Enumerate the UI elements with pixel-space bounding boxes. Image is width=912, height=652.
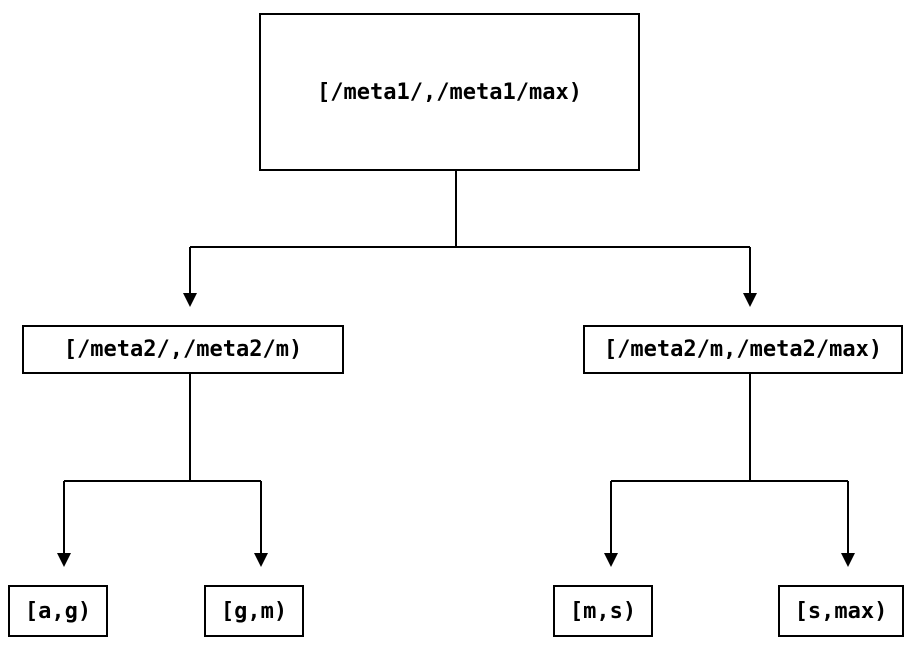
arrowhead-down-icon — [743, 293, 757, 307]
tree-node-leaf-ag: [a,g) — [8, 585, 108, 637]
tree-node-leaf-smax: [s,max) — [778, 585, 904, 637]
arrowhead-down-icon — [841, 553, 855, 567]
tree-node-mid-right: [/meta2/m,/meta2/max) — [583, 325, 903, 374]
connector-root-to-children — [183, 171, 757, 307]
tree-node-leaf-gm: [g,m) — [204, 585, 304, 637]
arrowhead-down-icon — [183, 293, 197, 307]
arrowhead-down-icon — [254, 553, 268, 567]
tree-node-mid-left: [/meta2/,/meta2/m) — [22, 325, 344, 374]
tree-node-root-label: [/meta1/,/meta1/max) — [317, 79, 582, 105]
tree-node-leaf-ms-label: [m,s) — [569, 598, 637, 624]
tree-node-leaf-gm-label: [g,m) — [220, 598, 288, 624]
tree-node-leaf-ms: [m,s) — [553, 585, 653, 637]
tree-node-root: [/meta1/,/meta1/max) — [259, 13, 640, 171]
connector-mid-right-to-children — [604, 374, 855, 567]
arrowhead-down-icon — [57, 553, 71, 567]
connector-mid-left-to-children — [57, 374, 268, 567]
tree-node-leaf-smax-label: [s,max) — [794, 598, 888, 624]
tree-node-mid-right-label: [/meta2/m,/meta2/max) — [603, 337, 883, 362]
arrowhead-down-icon — [604, 553, 618, 567]
tree-node-mid-left-label: [/meta2/,/meta2/m) — [63, 337, 303, 362]
tree-node-leaf-ag-label: [a,g) — [24, 598, 92, 624]
